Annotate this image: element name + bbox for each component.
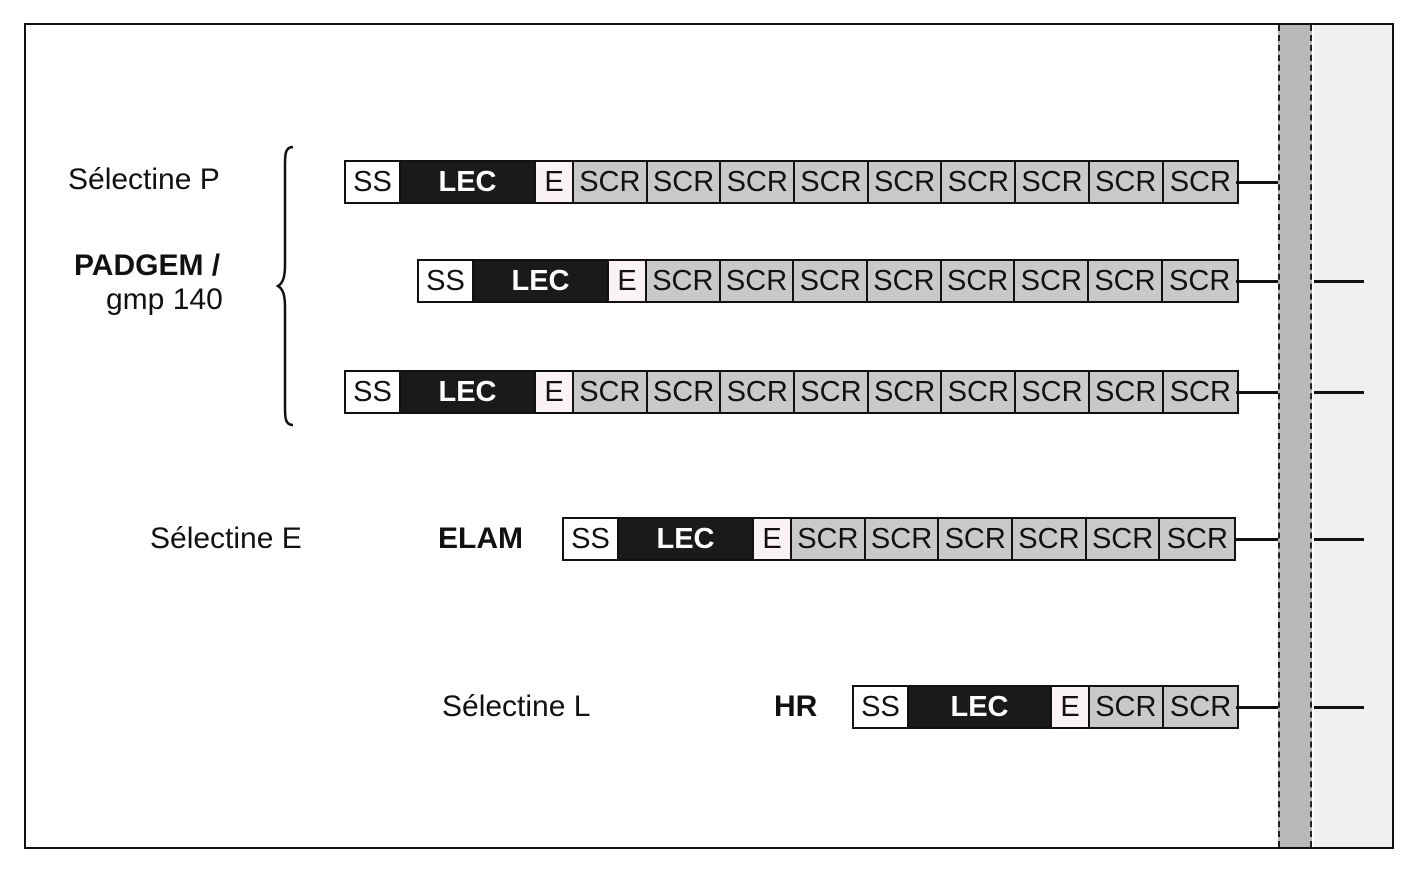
cytoplasmic-tail [1314,280,1364,283]
domain-ss: SS [854,687,909,727]
domain-scr: SCR [868,261,942,301]
domain-lec: LEC [401,372,534,412]
domain-lec: LEC [401,162,534,202]
transmembrane-link [1236,280,1278,283]
domain-egf: E [534,372,574,412]
domain-lec: LEC [474,261,607,301]
domain-scr: SCR [795,372,869,412]
transmembrane-link [1236,391,1278,394]
cytoplasmic-tail [1314,391,1364,394]
label-selectin-e: Sélectine E [150,522,302,555]
domain-scr: SCR [647,162,722,202]
protein-p-selectin-2: SS LEC E SCR SCR SCR SCR SCR SCR SCR SCR [417,259,1239,303]
domain-ss: SS [346,162,401,202]
domain-scr: SCR [1163,687,1238,727]
cytoplasmic-tail [1314,538,1364,541]
cell-membrane [1278,25,1312,847]
diagram-frame: Sélectine P PADGEM / gmp 140 Sélectine E… [24,23,1394,849]
cytoplasmic-tail [1314,706,1364,709]
domain-scr: SCR [942,372,1017,412]
domain-scr: SCR [1163,372,1238,412]
domain-scr: SCR [1160,519,1235,559]
domain-ss: SS [419,261,474,301]
label-elam: ELAM [438,522,523,555]
domain-scr: SCR [939,519,1014,559]
domain-scr: SCR [647,261,721,301]
protein-p-selectin-1: SS LEC E SCR SCR SCR SCR SCR SCR SCR SCR… [344,160,1240,204]
domain-ss: SS [346,372,401,412]
domain-scr: SCR [1090,687,1164,727]
domain-scr: SCR [1016,372,1090,412]
transmembrane-link [1236,181,1278,184]
label-selectin-l: Sélectine L [442,690,591,723]
domain-scr: SCR [942,162,1017,202]
label-selectin-p: Sélectine P [68,163,220,196]
domain-ss: SS [564,519,619,559]
domain-egf: E [534,162,574,202]
domain-scr: SCR [574,372,648,412]
domain-scr: SCR [795,162,869,202]
protein-e-selectin: SS LEC E SCR SCR SCR SCR SCR SCR [562,517,1237,561]
domain-scr: SCR [1162,261,1237,301]
domain-scr: SCR [868,372,943,412]
domain-scr: SCR [941,261,1016,301]
domain-egf: E [752,519,792,559]
protein-p-selectin-3: SS LEC E SCR SCR SCR SCR SCR SCR SCR SCR… [344,370,1240,414]
domain-scr: SCR [721,372,796,412]
domain-lec: LEC [909,687,1050,727]
protein-l-selectin: SS LEC E SCR SCR [852,685,1240,729]
domain-scr: SCR [792,519,866,559]
domain-scr: SCR [1089,162,1164,202]
domain-scr: SCR [1089,261,1163,301]
domain-scr: SCR [1163,162,1238,202]
domain-scr: SCR [1013,519,1087,559]
label-padgem: PADGEM / [74,249,221,282]
domain-lec: LEC [619,519,752,559]
transmembrane-link [1236,538,1278,541]
domain-scr: SCR [1089,372,1164,412]
domain-scr: SCR [721,162,796,202]
domain-egf: E [1050,687,1090,727]
domain-scr: SCR [868,162,943,202]
domain-scr: SCR [1015,261,1090,301]
domain-scr: SCR [720,261,795,301]
domain-scr: SCR [794,261,869,301]
domain-scr: SCR [647,372,722,412]
label-hr: HR [774,690,818,723]
label-gmp140: gmp 140 [106,283,223,316]
domain-egf: E [607,261,647,301]
domain-scr: SCR [574,162,648,202]
cytoplasm-region [1314,25,1392,847]
domain-scr: SCR [1016,162,1090,202]
domain-scr: SCR [1086,519,1161,559]
transmembrane-link [1236,706,1278,709]
domain-scr: SCR [865,519,940,559]
grouping-brace [276,145,294,427]
